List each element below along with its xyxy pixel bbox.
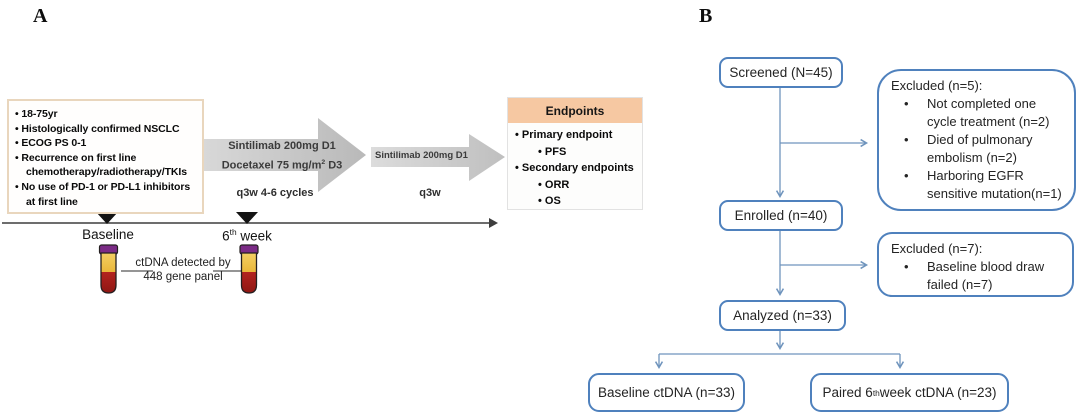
excluded-reason: Baseline blood draw failed (n=7) [891, 258, 1064, 294]
endpoint-subitem: ORR [512, 177, 640, 194]
excluded-n5-list: Not completed one cycle treatment (n=2) … [891, 95, 1066, 203]
excluded-n7-list: Baseline blood draw failed (n=7) [891, 258, 1064, 294]
treatment-arrow-1-text: Sintilimab 200mg D1 Docetaxel 75 mg/m2 D… [206, 139, 358, 174]
panel-b-label: B [699, 5, 713, 27]
endpoints-list: Primary endpoint PFS Secondary endpoints… [508, 123, 642, 210]
criteria-item: 18-75yr [15, 107, 199, 122]
endpoint-item: Secondary endpoints [512, 160, 640, 177]
arrow1-line1: Sintilimab 200mg D1 [228, 140, 336, 152]
enrolled-box: Enrolled (n=40) [719, 200, 843, 231]
excluded-reason: Died of pulmonary embolism (n=2) [891, 131, 1066, 167]
arrow2-schedule: q3w [419, 187, 441, 199]
treatment-arrow-2-text: Sintilimab 200mg D1 [375, 150, 468, 161]
arrow1-schedule: q3w 4-6 cycles [236, 187, 314, 199]
eligibility-criteria-list: 18-75yr Histologically confirmed NSCLC E… [9, 101, 202, 209]
criteria-item: Recurrence on first line chemotherapy/ra… [15, 151, 199, 180]
criteria-item: Histologically confirmed NSCLC [15, 122, 199, 137]
analyzed-box: Analyzed (n=33) [719, 300, 846, 331]
endpoint-item: Primary endpoint [512, 127, 640, 144]
blood-tube-icon [239, 244, 259, 294]
excluded-n7-title: Excluded (n=7): [891, 241, 983, 256]
endpoint-subitem: PFS [512, 144, 640, 161]
excluded-n5-title: Excluded (n=5): [891, 78, 983, 93]
criteria-item: No use of PD-1 or PD-L1 inhibitors at fi… [15, 180, 199, 209]
baseline-ctdna-box: Baseline ctDNA (n=33) [588, 373, 745, 412]
eligibility-criteria-box: 18-75yr Histologically confirmed NSCLC E… [7, 99, 204, 214]
ctdna-panel-note: ctDNA detected by 448 gene panel [135, 257, 231, 283]
panel-a-label: A [33, 5, 48, 27]
week6-timepoint-label: 6th week [222, 227, 272, 244]
excluded-n7-box: Excluded (n=7): Baseline blood draw fail… [877, 232, 1074, 297]
excluded-reason: Harboring EGFR sensitive mutation(n=1) [891, 167, 1066, 203]
week6-marker-icon [236, 212, 258, 224]
screened-box: Screened (N=45) [719, 57, 843, 88]
arrow1-line2: Docetaxel 75 mg/m2 D3 [221, 158, 343, 172]
excluded-n5-box: Excluded (n=5): Not completed one cycle … [877, 69, 1076, 211]
criteria-item: ECOG PS 0-1 [15, 136, 199, 151]
endpoint-subitem: OS [512, 193, 640, 210]
blood-tube-icon [98, 244, 119, 294]
endpoints-header: Endpoints [508, 98, 642, 123]
excluded-reason: Not completed one cycle treatment (n=2) [891, 95, 1066, 131]
baseline-timepoint-label: Baseline [82, 227, 134, 242]
endpoints-box: Endpoints Primary endpoint PFS Secondary… [507, 97, 643, 210]
